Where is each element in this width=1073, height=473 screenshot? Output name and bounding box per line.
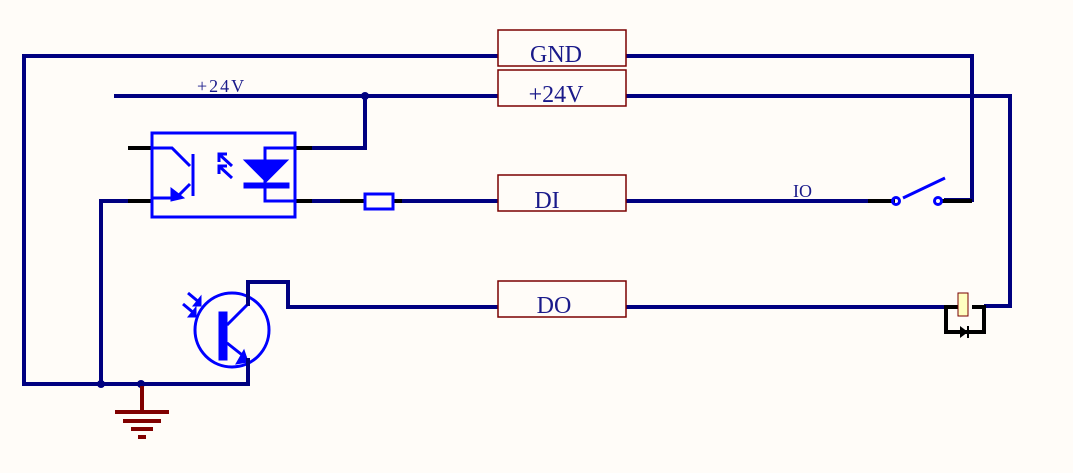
port-do: DO [497, 280, 627, 319]
optocoupler [150, 131, 297, 219]
led-icon [242, 146, 295, 203]
port-24v-label: +24V [529, 82, 585, 108]
port-do-label: DO [537, 293, 572, 319]
flyback-diode-icon [960, 326, 968, 338]
net-label-io: IO [793, 181, 812, 201]
port-24v: +24V [497, 69, 627, 108]
wire-24v-right [626, 94, 1012, 308]
port-di: DI [497, 174, 627, 214]
wire-gnd-right [626, 54, 974, 202]
port-gnd-label: GND [530, 42, 582, 68]
ground-symbol [115, 386, 169, 439]
io-switch [891, 176, 946, 206]
wire-gnd-left [22, 54, 500, 386]
wire-do-left [246, 280, 500, 309]
wire-opto-emitter [99, 199, 132, 386]
load-relay [944, 292, 986, 338]
optocoupler-body [150, 131, 297, 219]
wire-24v-to-led [298, 94, 367, 150]
net-label-24v: +24V [197, 76, 246, 96]
junction-gnd-1 [97, 380, 105, 388]
junction-24v [361, 92, 369, 100]
phototransistor [182, 291, 271, 386]
port-di-label: DI [534, 188, 559, 214]
input-resistor [363, 192, 395, 211]
light-input-icon [182, 291, 202, 318]
light-emission-icon [217, 152, 234, 180]
relay-coil [957, 292, 969, 317]
port-gnd: GND [497, 29, 627, 68]
